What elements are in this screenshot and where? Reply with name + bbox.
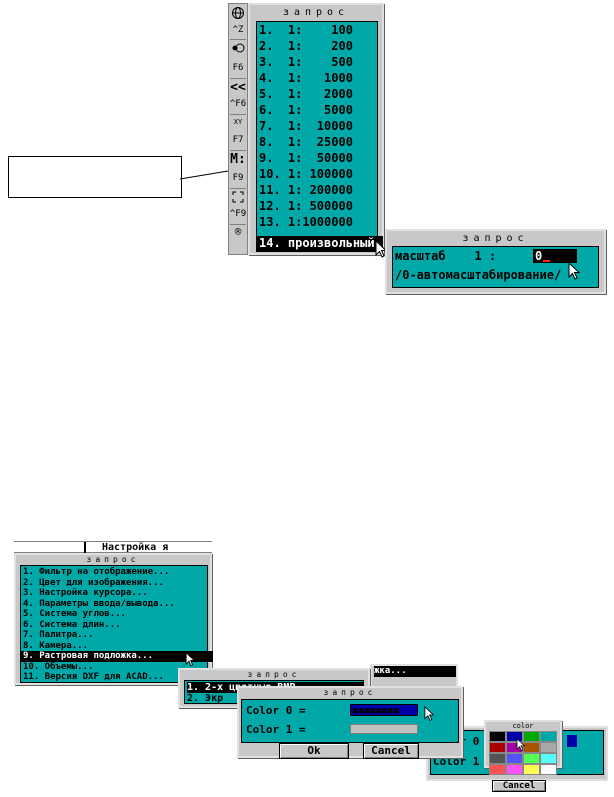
color1-swatch[interactable] bbox=[350, 724, 418, 734]
back-icon[interactable]: << bbox=[230, 80, 246, 95]
scale-input-dialog: запрос масштаб 1 : 0 /0-автомасштабирова… bbox=[385, 229, 606, 294]
scale-menu-title: запрос bbox=[282, 7, 350, 18]
settings-menu-title: запрос bbox=[86, 555, 140, 564]
scale-item-13[interactable]: 13. 1:1000000 bbox=[259, 215, 353, 229]
raster-type-item-2[interactable]: 2. Экр bbox=[187, 693, 224, 704]
scale-menu: запрос 1. 1: 100 2. 1: 200 3. 1: 500 4. … bbox=[248, 3, 384, 255]
callout-box bbox=[8, 156, 182, 198]
settings-item-11[interactable]: 11. Версия DXF для ACAD... bbox=[23, 672, 164, 682]
palette-swatch[interactable] bbox=[540, 753, 557, 764]
palette-swatch[interactable] bbox=[489, 753, 506, 764]
settings-item-3[interactable]: 3. Настройка курсора... bbox=[23, 588, 148, 598]
settings-header-title[interactable]: Настройка я bbox=[102, 542, 169, 553]
color1-label-secondary: Color 1 bbox=[433, 755, 480, 768]
f6-key[interactable]: F6 bbox=[232, 63, 244, 73]
color0-swatch[interactable]: ■■■■■■■■ bbox=[350, 704, 418, 716]
color-dialog-title: запрос bbox=[323, 688, 377, 697]
background-menu-fragment-text: жка... bbox=[374, 666, 456, 677]
settings-item-8[interactable]: 8. Камера... bbox=[23, 640, 89, 651]
palette-swatch[interactable] bbox=[523, 731, 540, 742]
palette-swatch[interactable] bbox=[540, 731, 557, 742]
ctrl-f9-key[interactable]: ^F9 bbox=[229, 209, 247, 219]
cancel-button[interactable]: Cancel bbox=[363, 743, 419, 759]
mouse-cursor-icon bbox=[568, 262, 581, 280]
color0-swatch-secondary[interactable] bbox=[567, 735, 577, 747]
settings-item-10[interactable]: 10. Объемы... bbox=[23, 661, 94, 672]
vertical-toolbar: ^Z F6 << ^F6 XY F7 M: F9 ^F9 ® bbox=[228, 3, 248, 255]
mouse-cursor-icon bbox=[185, 652, 196, 667]
scale-item-14-selected[interactable]: 14. произвольный bbox=[256, 236, 383, 251]
scale-item-11[interactable]: 11. 1: 200000 bbox=[259, 183, 353, 197]
scale-item-9[interactable]: 9. 1: 50000 bbox=[259, 151, 353, 165]
scale-item-7[interactable]: 7. 1: 10000 bbox=[259, 119, 353, 133]
color-dialog: запрос Color 0 = ■■■■■■■■ Color 1 = Ok C… bbox=[237, 686, 463, 759]
color-palette-title: color bbox=[512, 722, 534, 730]
scale-item-6[interactable]: 6. 1: 5000 bbox=[259, 103, 353, 117]
settings-item-6[interactable]: 6. Система длин... bbox=[23, 619, 121, 630]
palette-swatch[interactable] bbox=[506, 731, 523, 742]
scale-input-value: 0 bbox=[535, 249, 543, 263]
palette-swatch[interactable] bbox=[506, 753, 523, 764]
palette-swatch[interactable] bbox=[489, 742, 506, 753]
color-dialog-body: Color 0 = ■■■■■■■■ Color 1 = bbox=[241, 699, 459, 743]
scale-label: масштаб 1 : bbox=[395, 249, 497, 263]
scale-list: 1. 1: 100 2. 1: 200 3. 1: 500 4. 1: 1000… bbox=[256, 21, 383, 252]
reg-icon[interactable]: ® bbox=[234, 225, 242, 238]
auto-scale-hint: /0-автомасштабирование/ bbox=[395, 268, 562, 282]
palette-swatch[interactable] bbox=[489, 731, 506, 742]
settings-item-1[interactable]: 1. Фильтр на отображение... bbox=[23, 567, 170, 577]
raster-type-dialog-title: запрос bbox=[247, 670, 301, 679]
mouse-cursor-icon bbox=[424, 706, 435, 722]
scale-input-field[interactable]: 0 bbox=[533, 249, 577, 263]
zoom-icon[interactable] bbox=[229, 191, 247, 207]
settings-list: 1. Фильтр на отображение... 2. Цвет для … bbox=[20, 565, 213, 683]
palette-swatch[interactable] bbox=[523, 753, 540, 764]
scale-item-4[interactable]: 4. 1: 1000 bbox=[259, 71, 353, 85]
ctrl-z-key[interactable]: ^Z bbox=[232, 25, 244, 35]
mouse-cursor-icon bbox=[516, 738, 526, 752]
scale-item-8[interactable]: 8. 1: 25000 bbox=[259, 135, 353, 149]
ctrl-f6-key[interactable]: ^F6 bbox=[229, 99, 247, 109]
scale-item-12[interactable]: 12. 1: 500000 bbox=[259, 199, 353, 213]
f9-key[interactable]: F9 bbox=[232, 173, 244, 183]
palette-swatch[interactable] bbox=[523, 764, 540, 775]
settings-item-4[interactable]: 4. Параметры ввода/вывода... bbox=[23, 598, 175, 609]
scale-item-10[interactable]: 10. 1: 100000 bbox=[259, 167, 353, 181]
ok-button[interactable]: Ok bbox=[279, 743, 349, 759]
color-palette-popup: color bbox=[484, 720, 562, 775]
globe-icon[interactable] bbox=[229, 6, 247, 24]
scale-item-2[interactable]: 2. 1: 200 bbox=[259, 39, 353, 53]
settings-item-9-selected[interactable]: 9. Растровая подложка... bbox=[20, 651, 213, 662]
palette-swatch[interactable] bbox=[540, 764, 557, 775]
xy-icon[interactable]: XY bbox=[233, 118, 243, 126]
color1-label: Color 1 = bbox=[246, 723, 306, 736]
palette-swatch[interactable] bbox=[523, 742, 540, 753]
palette-swatch[interactable] bbox=[506, 764, 523, 775]
scale-item-5[interactable]: 5. 1: 2000 bbox=[259, 87, 353, 101]
callout-line bbox=[180, 170, 229, 180]
settings-menu: запрос 1. Фильтр на отображение... 2. Цв… bbox=[14, 553, 213, 685]
color-palette-grid bbox=[489, 731, 557, 775]
f7-key[interactable]: F7 bbox=[232, 135, 244, 145]
text-caret bbox=[543, 260, 550, 262]
scale-item-3[interactable]: 3. 1: 500 bbox=[259, 55, 353, 69]
palette-swatch[interactable] bbox=[540, 742, 557, 753]
m-icon[interactable]: M: bbox=[230, 152, 246, 167]
scale-input-dialog-body: масштаб 1 : 0 /0-автомасштабирование/ bbox=[392, 246, 599, 288]
palette-swatch[interactable] bbox=[489, 764, 506, 775]
color0-label: Color 0 = bbox=[246, 704, 306, 717]
palette-swatch[interactable] bbox=[506, 742, 523, 753]
palette-cancel-button[interactable]: Cancel bbox=[492, 780, 546, 792]
scale-item-1[interactable]: 1. 1: 100 bbox=[259, 23, 353, 37]
settings-item-7[interactable]: 7. Палитра... bbox=[23, 630, 94, 640]
eye-icon[interactable] bbox=[229, 42, 247, 58]
settings-item-5[interactable]: 5. Система углов... bbox=[23, 609, 126, 619]
settings-header: Настройка я bbox=[14, 541, 212, 553]
scale-input-dialog-title: запрос bbox=[462, 233, 529, 244]
settings-item-2[interactable]: 2. Цвет для изображения... bbox=[23, 577, 164, 588]
